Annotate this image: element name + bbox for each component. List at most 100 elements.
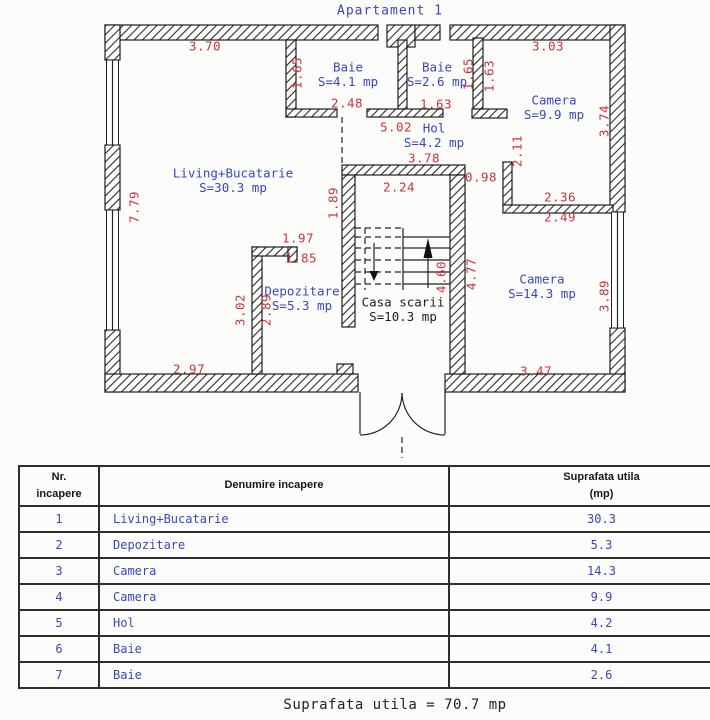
header-denumire: Denumire incapere [98,465,450,507]
dimension-label: 1.85 [285,251,317,266]
staircase [355,227,450,290]
dimension-label: 1.63 [482,60,497,92]
room-area-text: S=5.3 mp [272,298,332,313]
area-table: Nr. incapere Denumire incapere Suprafata… [18,465,710,689]
window [106,59,119,146]
dimension-label: 7.79 [127,191,142,223]
header-nr-line1: Nr. [51,470,67,483]
room-area-text: S=10.3 mp [369,309,437,324]
cell-nr: 4 [18,583,100,611]
room-name-text: Baie [333,60,363,75]
cell-suprafata: 4.1 [448,635,710,663]
cell-denumire: Living+Bucatarie [98,505,450,533]
room-area-text: S=4.2 mp [404,135,464,150]
table-header-row: Nr. incapere Denumire incapere Suprafata… [18,465,710,507]
dimension-label: 3.03 [532,39,564,54]
header-suprafata-line1: Suprafata utila [563,470,640,483]
room-area-text: S=4.1 mp [318,74,378,89]
cell-denumire: Baie [98,661,450,689]
dimension-label: 0.98 [465,170,497,185]
dimension-label: 3.47 [520,364,552,379]
cell-denumire: Camera [98,557,450,585]
room-name-text: Hol [423,121,446,136]
dimension-label: 2.36 [544,190,576,205]
room-name-text: Depozitare [264,284,339,299]
header-suprafata-line2: (mp) [589,488,614,500]
plan-title: Apartament 1 [337,4,443,19]
dimension-label: 2.24 [383,180,415,195]
room-area-text: S=14.3 mp [508,286,576,301]
walls [104,24,626,393]
windows [106,59,624,331]
dimension-label: 3.89 [597,280,612,312]
room-name-text: Casa scarii [362,295,445,310]
door-jamb [336,363,354,375]
room-area-text: S=9.9 mp [524,107,584,122]
dimension-label: 5.02 [380,120,412,135]
floor-plan-svg: Apartament 1 [104,4,626,458]
stairs-down-arrow [369,243,379,281]
cell-nr: 1 [18,505,100,533]
room-name-text: Living+Bucatarie [173,166,293,181]
dimension-label: 2.97 [173,362,205,377]
dimension-label: 2.49 [544,210,576,225]
table-body: Nr. incapere Denumire incapere Suprafata… [18,465,710,689]
total-area-caption: Suprafata utila = 70.7 mp [283,697,507,713]
cell-suprafata: 9.9 [448,583,710,611]
dimension-label: 1.63 [420,97,452,112]
dimension-label: 2.11 [510,135,525,167]
window [106,209,119,331]
dimension-label: 4.60 [434,261,449,293]
dimension-labels: 3.70 1.65 2.48 1.63 1.65 1.63 3.03 3.74 5.02 3.78… [127,39,612,379]
cell-nr: 5 [18,609,100,637]
cell-suprafata: 5.3 [448,531,710,559]
dimension-label: 1.65 [461,58,476,90]
dimension-label: 2.48 [331,96,363,111]
cell-denumire: Camera [98,583,450,611]
dimension-label: 4.77 [464,258,479,290]
cell-suprafata: 14.3 [448,557,710,585]
cell-denumire: Depozitare [98,531,450,559]
cell-denumire: Baie [98,635,450,663]
cell-nr: 7 [18,661,100,689]
dimension-label: 1.97 [282,231,314,246]
cell-suprafata: 2.6 [448,661,710,689]
dimension-label: 3.78 [408,151,440,166]
dimension-label: 1.89 [326,187,341,219]
entrance-door [359,392,446,458]
room-name-text: Camera [519,272,564,287]
dimension-label: 3.70 [189,39,221,54]
floor-plan: Apartament 1 [104,4,626,458]
cell-nr: 6 [18,635,100,663]
header-nr: Nr. incapere [18,465,100,507]
dimension-label: 3.02 [233,294,248,326]
room-area-text: S=2.6 mp [407,74,467,89]
dimension-label: 2.89 [259,294,274,326]
room-name-text: Baie [422,60,452,75]
cell-denumire: Hol [98,609,450,637]
dimension-label: 1.65 [290,57,305,89]
window [611,211,624,329]
stairs-up-arrow [423,238,433,288]
dimension-label: 3.74 [597,105,612,137]
room-area-text: S=30.3 mp [199,180,267,195]
cell-nr: 3 [18,557,100,585]
cell-nr: 2 [18,531,100,559]
header-nr-line2: incapere [36,488,82,500]
